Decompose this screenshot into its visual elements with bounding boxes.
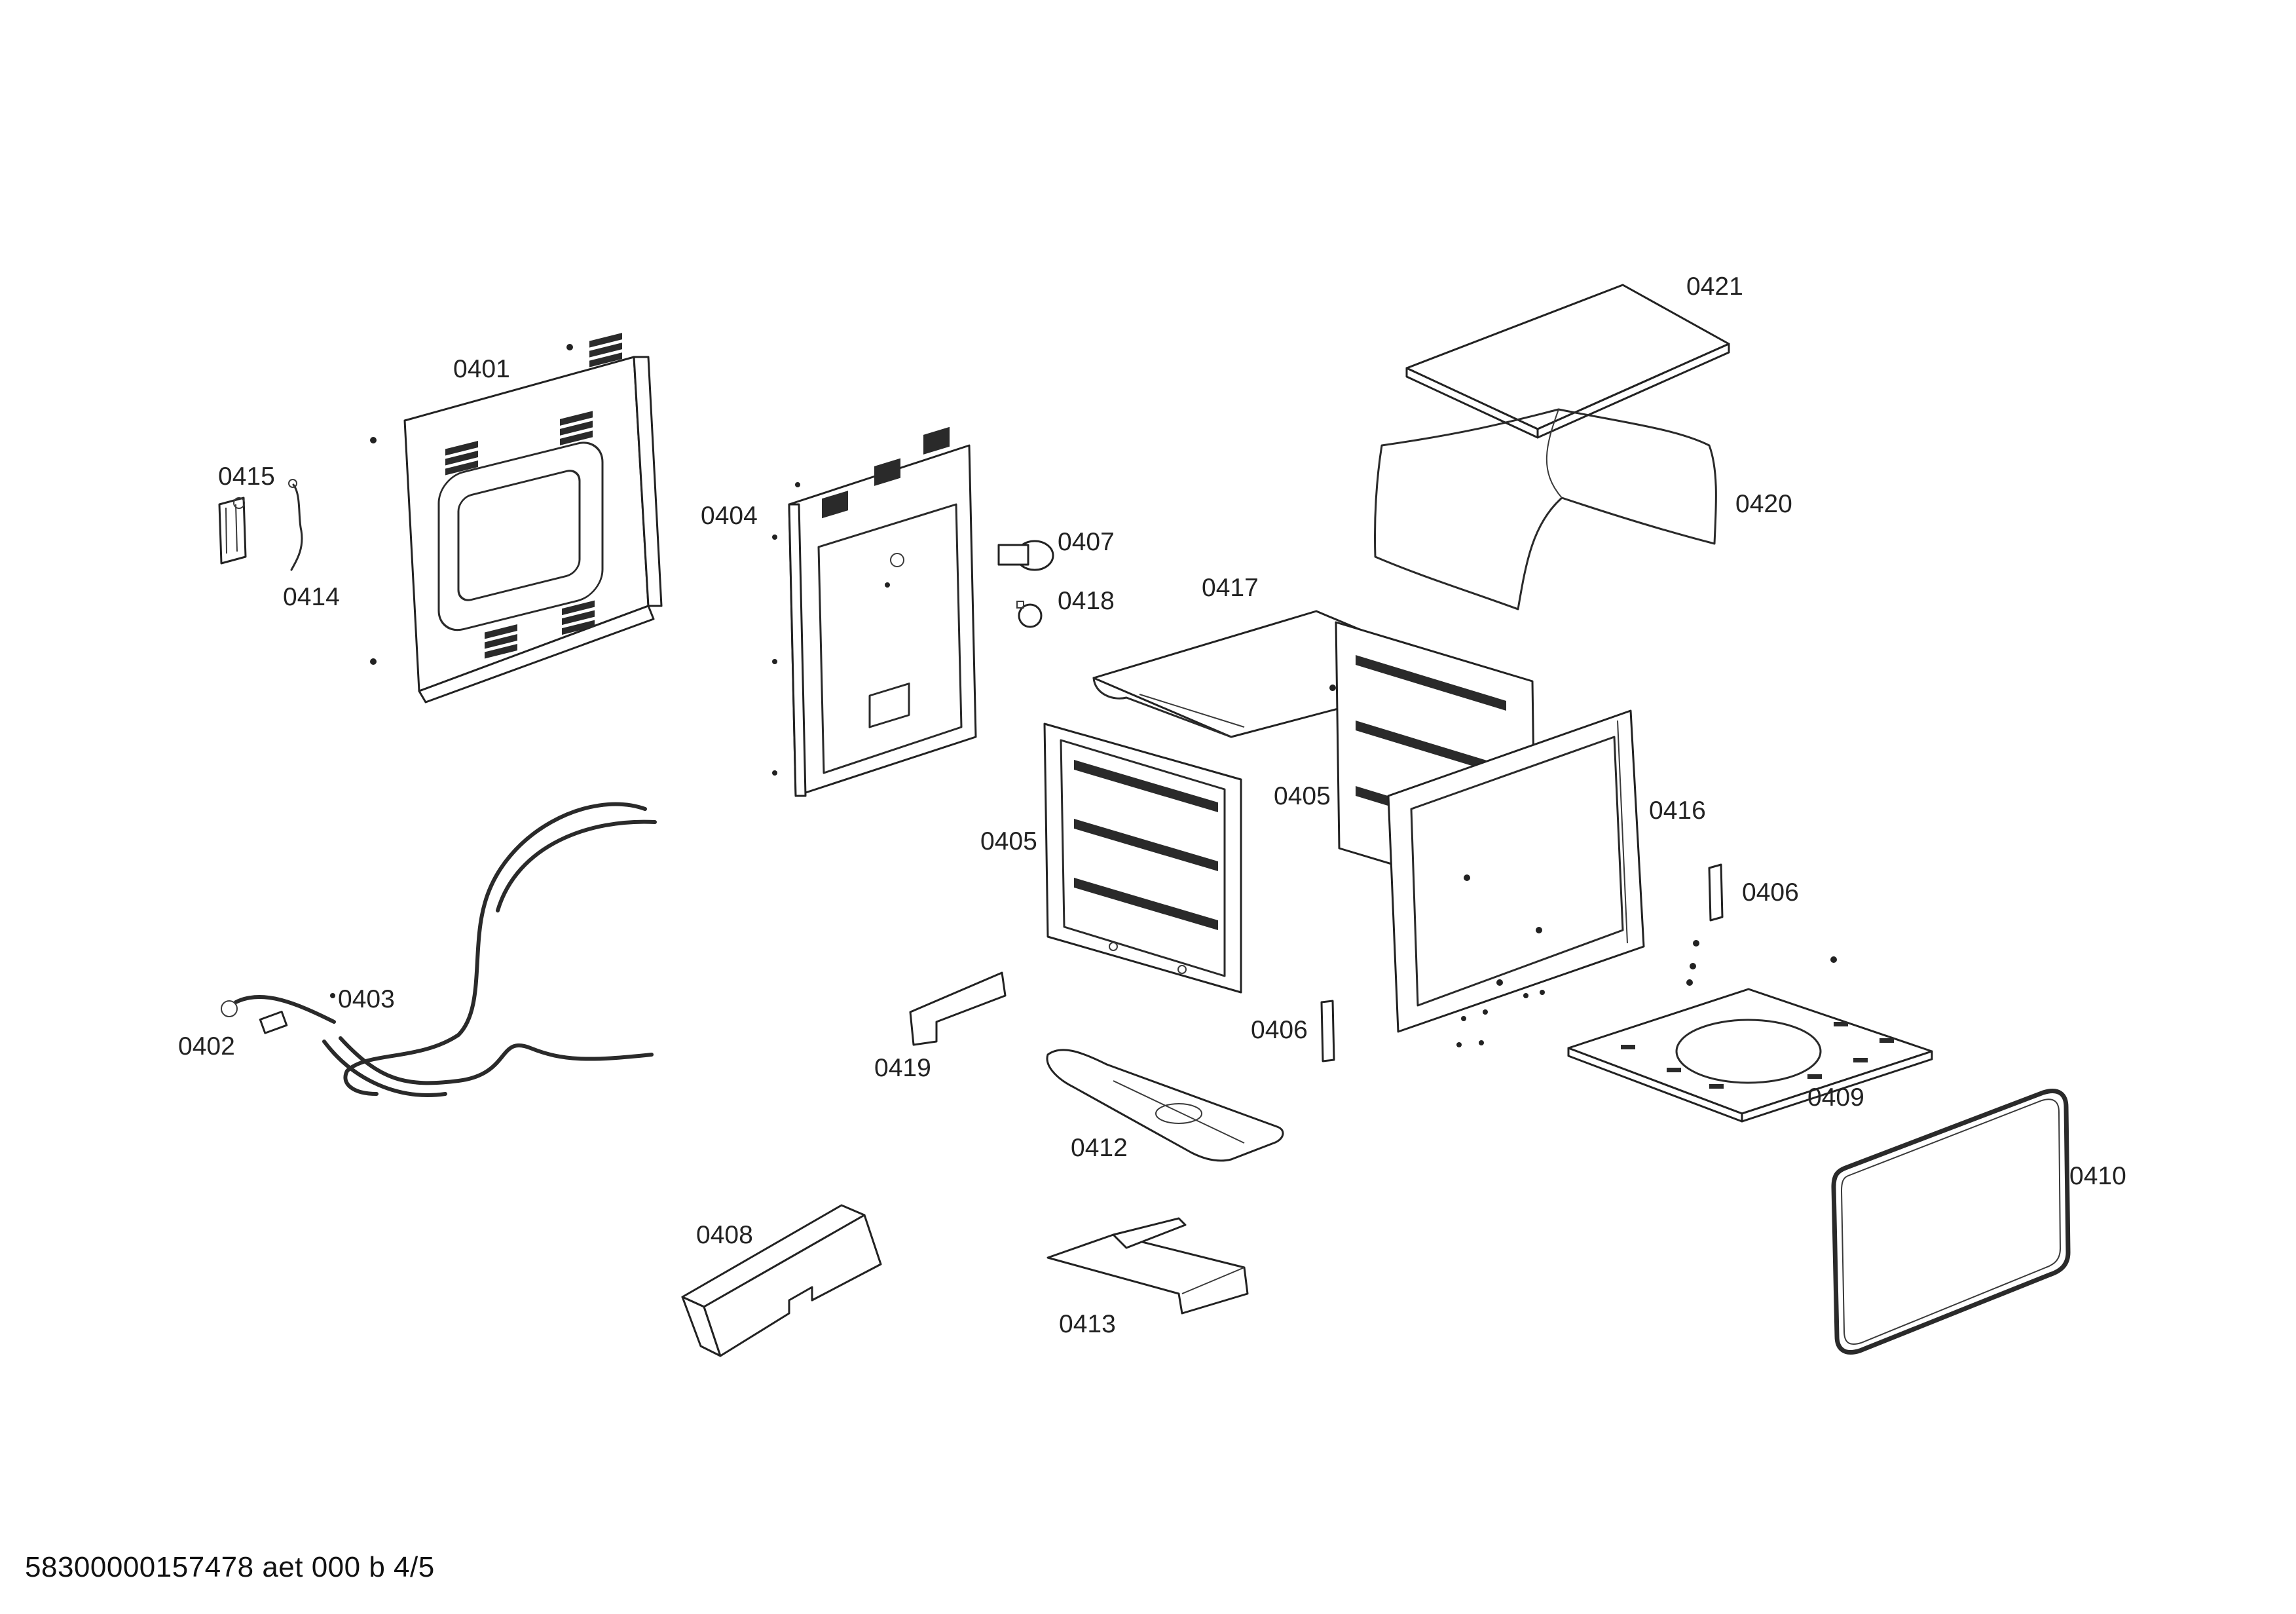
callout-0409: 0409 [1807,1083,1864,1112]
part-0408-box [681,1204,882,1357]
callout-0405-right: 0405 [1274,782,1331,810]
part-0412-tray [1046,1049,1284,1162]
callout-0401: 0401 [453,355,510,383]
document-id-footer: 58300000157478 aet 000 b 4/5 [25,1551,435,1583]
callout-0419: 0419 [874,1054,931,1082]
part-0402-0403-wiring-harness [221,802,657,1097]
callout-0402: 0402 [178,1032,235,1060]
part-0407-lamp-holder [997,540,1054,571]
part-0420-insulation-wrap [1374,408,1717,610]
callout-0410: 0410 [2069,1162,2126,1190]
part-0421-insulation-board [1405,284,1730,439]
part-0418-bulb [1016,601,1043,628]
part-0415-bracket [218,497,247,565]
callout-0415: 0415 [218,462,275,491]
callout-0412: 0412 [1071,1134,1128,1162]
screw-set [1456,940,1837,1047]
callout-0413: 0413 [1059,1310,1116,1338]
callout-0407: 0407 [1058,528,1115,556]
part-0414-sensor-wire [288,479,303,571]
callout-0404: 0404 [701,502,758,530]
callout-labels: 0401 0402 0403 0404 0405 0405 0406 0406 … [178,272,2126,1338]
part-0409-bottom-plate [1567,988,1933,1123]
callout-0420: 0420 [1735,490,1792,518]
part-0410-door-gasket [1831,1089,2071,1355]
callout-0408: 0408 [696,1221,753,1249]
part-0406-strip-left [1320,1000,1335,1062]
callout-0403: 0403 [338,985,395,1013]
part-0419-bracket [909,971,1007,1046]
part-0404-side-panel [772,426,977,797]
callout-0417: 0417 [1202,574,1259,602]
callout-0406-right: 0406 [1742,878,1799,907]
part-0406-strip-right [1708,863,1724,922]
callout-0416: 0416 [1649,797,1706,825]
part-0416-front-frame [1387,709,1645,1033]
callout-0421: 0421 [1686,272,1743,301]
callout-0405-left: 0405 [980,827,1037,855]
part-0405-side-panel-left [1043,723,1242,994]
callout-0414: 0414 [283,583,340,611]
callout-0418: 0418 [1058,587,1115,615]
part-0413-mount-bracket [1046,1217,1249,1315]
part-0401-rear-wall [370,333,663,704]
callout-0406-left: 0406 [1251,1016,1308,1044]
